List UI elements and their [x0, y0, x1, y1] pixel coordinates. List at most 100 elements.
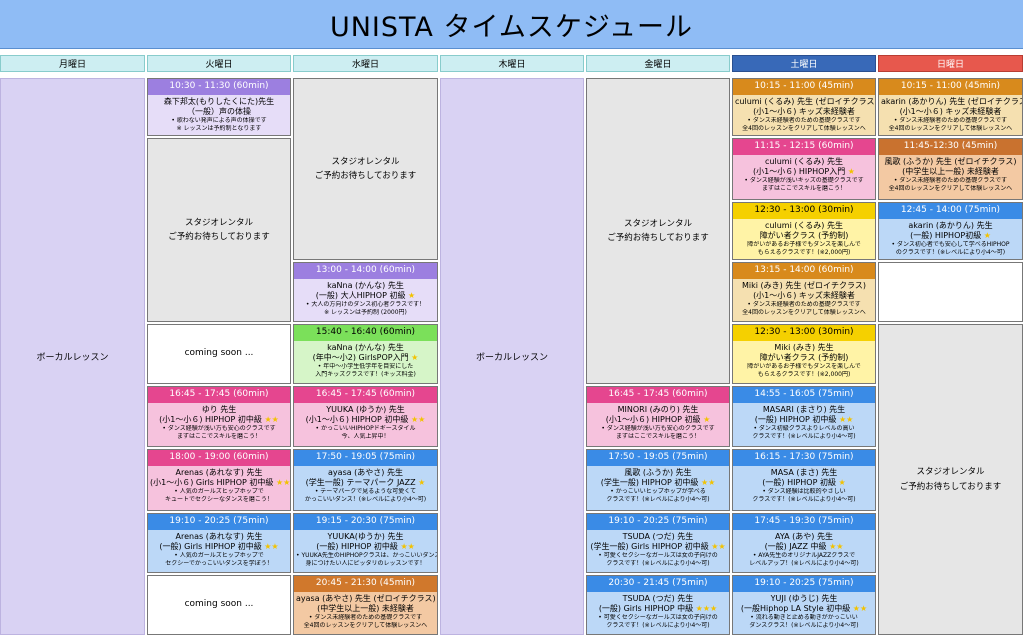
class-time: 20:30 - 21:45 (75min) [587, 576, 729, 592]
class-time: 12:30 - 13:00 (30min) [733, 325, 875, 341]
class-sat-5[interactable]: 12:30 - 13:00 (30min) Miki (みき) 先生 障がい者ク… [732, 324, 876, 384]
class-title: (一般) 大人HIPHOP 初級 [315, 291, 406, 300]
class-title: (小1〜小６) Girls HIPHOP 初中級 [150, 478, 274, 487]
class-desc: • ダンス経験は比較的やさしい [762, 488, 846, 495]
teacher-name: Arenas (あれなす) 先生 [175, 468, 263, 477]
star-icon: ★★ [838, 415, 854, 424]
class-sun-1[interactable]: 10:15 - 11:00 (45min) akarin (あかりん) 先生 (… [878, 78, 1023, 136]
class-time: 17:50 - 19:05 (75min) [587, 450, 729, 466]
class-time: 15:40 - 16:40 (60min) [294, 325, 437, 341]
class-fri-1[interactable]: 16:45 - 17:45 (60min) MINORI (みのり) 先生 (小… [586, 386, 730, 447]
rental-note: ご予約お待ちしております [899, 481, 1002, 492]
star-icon: ★★ [264, 542, 279, 551]
class-sat-3[interactable]: 12:30 - 13:00 (30min) culumi (くるみ) 先生 障が… [732, 202, 876, 260]
class-title: (中学生以上一般) 未経験者 [902, 167, 999, 176]
studio-rental-fri[interactable]: スタジオレンタル ご予約お待ちしております [586, 78, 730, 384]
class-desc: • 年中〜小学生低学年を目安にした [317, 363, 414, 370]
day-header-sunday: 日曜日 [878, 55, 1023, 72]
class-wed-2[interactable]: 15:40 - 16:40 (60min) kaNna (かんな) 先生 (年中… [293, 324, 438, 384]
class-time: 12:30 - 13:00 (30min) [733, 203, 875, 219]
day-header-monday: 月曜日 [0, 55, 145, 72]
class-note: のクラスです！(※レベルにより小4〜可) [895, 248, 1006, 256]
studio-rental-sun[interactable]: スタジオレンタル ご予約お待ちしております [878, 324, 1023, 635]
class-sat-4[interactable]: 13:15 - 14:00 (60min) Miki (みき) 先生 (ゼロイチ… [732, 262, 876, 322]
class-desc: • 人気のガールズヒップホップで [174, 488, 264, 495]
class-time: 19:10 - 20:25 (75min) [148, 514, 290, 530]
class-note: 入門キッズクラスです！(キッズ料金) [315, 370, 416, 378]
class-note: ダンスクラス！(※レベルにより小4〜可) [749, 621, 859, 629]
class-sat-9[interactable]: 19:10 - 20:25 (75min) YUJI (ゆうじ) 先生 (一般H… [732, 575, 876, 635]
class-title: (一般) HIPHOP 初中級 [754, 415, 837, 424]
class-desc: • 歌わない発声による声の体操です [171, 117, 267, 124]
class-note: まずはここでスキルを磨こう！ [761, 184, 846, 192]
class-title: (学生一般) HIPHOP 初中級 [600, 478, 699, 487]
class-sat-8[interactable]: 17:45 - 19:30 (75min) AYA (あや) 先生 (一般) J… [732, 513, 876, 573]
teacher-name: culumi (くるみ) 先生 (ゼロイチクラス) [735, 97, 875, 106]
class-time: 19:10 - 20:25 (75min) [733, 576, 875, 592]
day-header-wednesday: 水曜日 [293, 55, 438, 72]
class-sat-2[interactable]: 11:15 - 12:15 (60min) culumi (くるみ) 先生 (小… [732, 138, 876, 200]
class-desc: • 人気のガールズヒップホップで [174, 552, 264, 559]
class-desc: • 可愛くセクシーなガールズは女の子向けの [598, 552, 718, 559]
class-desc: • ダンス未経験者のための基礎クラスです [747, 117, 861, 124]
class-sun-3[interactable]: 12:45 - 14:00 (75min) akarin (あかりん) 先生 (… [878, 202, 1023, 260]
class-desc: • ダンス未経験者のための基礎クラスです [893, 177, 1008, 184]
star-icon: ★★ [829, 542, 844, 551]
class-wed-1[interactable]: 13:00 - 14:00 (60min) kaNna (かんな) 先生 (一般… [293, 262, 438, 322]
class-title: (小1〜小６) HIPHOP 初中級 [159, 415, 262, 424]
class-desc: • ダンス経験が浅い方も安心のクラスです [601, 425, 715, 432]
class-title: (学生一般) Girls HIPHOP 初中級 [590, 542, 709, 551]
class-title: (小1〜小６) キッズ未経験者 [753, 107, 855, 116]
class-tue-2[interactable]: 16:45 - 17:45 (60min) ゆり 先生 (小1〜小６) HIPH… [147, 386, 291, 447]
teacher-name: MASARI (まさり) 先生 [762, 405, 846, 414]
class-sat-1[interactable]: 10:15 - 11:00 (45min) culumi (くるみ) 先生 (ゼ… [732, 78, 876, 136]
class-sun-2[interactable]: 11:45-12:30 (45min) 風歌 (ふうか) 先生 (ゼロイチクラス… [878, 138, 1023, 200]
class-note: 全4回のレッスンをクリアして体験レッスンへ [742, 308, 866, 316]
class-wed-3[interactable]: 16:45 - 17:45 (60min) YUUKA (ゆうか) 先生 (小1… [293, 386, 438, 447]
teacher-name: ゆり 先生 [201, 405, 237, 414]
class-time: 20:45 - 21:30 (45min) [294, 576, 437, 592]
star-icon: ★★ [275, 478, 290, 487]
class-fri-4[interactable]: 20:30 - 21:45 (75min) TSUDA (つだ) 先生 (一般)… [586, 575, 730, 635]
studio-rental-wed[interactable]: スタジオレンタル ご予約お待ちしております [293, 78, 438, 260]
class-sat-6[interactable]: 14:55 - 16:05 (75min) MASARI (まさり) 先生 (一… [732, 386, 876, 447]
class-time: 13:15 - 14:00 (60min) [733, 263, 875, 279]
class-desc: • ダンス初心者でも安心して学べるHIPHOP [891, 241, 1010, 248]
class-desc: • テーマパークで見るような可愛くて [314, 488, 417, 495]
class-title: (一般) HIPHOP 初中級 [316, 542, 398, 551]
star-icon: ★★ [700, 478, 716, 487]
class-wed-6[interactable]: 20:45 - 21:30 (45min) ayasa (あやさ) 先生 (ゼロ… [293, 575, 438, 635]
vocal-lesson-monday: ボーカルレッスン [0, 78, 145, 635]
class-desc: 障がいがあるお子様でもダンスを楽しんで [747, 241, 861, 248]
teacher-name: ayasa (あやさ) 先生 [328, 468, 403, 477]
studio-rental-tue[interactable]: スタジオレンタル ご予約お待ちしております [147, 138, 291, 322]
class-tue-3[interactable]: 18:00 - 19:00 (60min) Arenas (あれなす) 先生 (… [147, 449, 291, 511]
class-title: (小1〜小６) キッズ未経験者 [899, 107, 1002, 116]
class-time: 12:45 - 14:00 (75min) [879, 203, 1022, 219]
class-note: クラスです！(※レベルにより小4〜可) [606, 559, 710, 567]
class-time: 18:00 - 19:00 (60min) [148, 450, 290, 466]
class-tue-4[interactable]: 19:10 - 20:25 (75min) Arenas (あれなす) 先生 (… [147, 513, 291, 573]
class-time: 19:10 - 20:25 (75min) [587, 514, 729, 530]
class-time: 10:30 - 11:30 (60min) [148, 79, 290, 95]
class-wed-5[interactable]: 19:15 - 20:30 (75min) YUUKA(ゆうか) 先生 (一般)… [293, 513, 438, 573]
teacher-name: 風歌 (ふうか) 先生 (ゼロイチクラス) [884, 157, 1017, 166]
class-title: (一般Hiphop LA Style 初中級 [740, 604, 851, 613]
class-note: まずはここでスキルを磨こう！ [615, 432, 700, 440]
class-title: 障がい者クラス (予約制) [759, 353, 849, 362]
class-wed-4[interactable]: 17:50 - 19:05 (75min) ayasa (あやさ) 先生 (学生… [293, 449, 438, 511]
class-title: (学生一般) テーマパーク JAZZ [305, 478, 416, 487]
class-sat-7[interactable]: 16:15 - 17:30 (75min) MASA (まさ) 先生 (一般) … [732, 449, 876, 511]
class-note: クラスです！(※レベルにより小4〜可) [606, 495, 710, 503]
class-fri-3[interactable]: 19:10 - 20:25 (75min) TSUDA (つだ) 先生 (学生一… [586, 513, 730, 573]
star-icon: ★★ [410, 415, 426, 424]
class-fri-2[interactable]: 17:50 - 19:05 (75min) 風歌 (ふうか) 先生 (学生一般)… [586, 449, 730, 511]
teacher-name: Miki (みき) 先生 [774, 343, 834, 352]
class-title: （一般）声の体操 [187, 107, 251, 116]
class-desc: 障がいがあるお子様でもダンスを楽しんで [747, 363, 861, 370]
class-time: 11:45-12:30 (45min) [879, 139, 1022, 155]
class-tue-1[interactable]: 10:30 - 11:30 (60min) 森下邦太(もりしたくにた)先生 （一… [147, 78, 291, 136]
star-icon: ★★★ [695, 604, 718, 613]
class-desc: • ダンス未経験者のための基礎クラスです [747, 301, 861, 308]
class-note: 全4回のレッスンをクリアして体験レッスンへ [742, 124, 866, 132]
